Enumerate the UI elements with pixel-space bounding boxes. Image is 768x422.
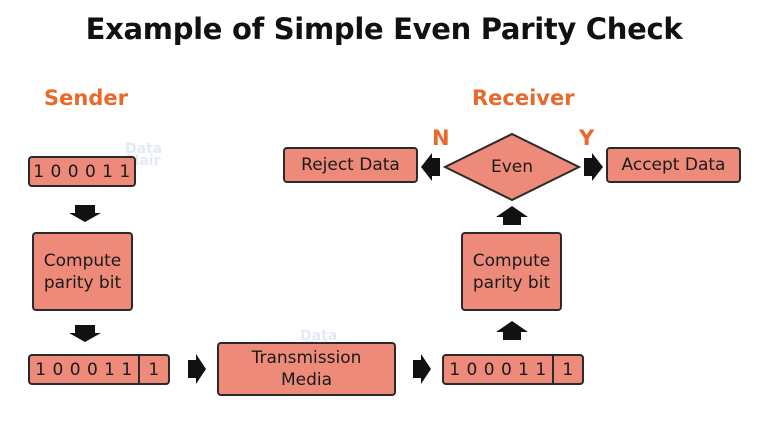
sender-compute-line1: Compute [43, 250, 122, 271]
arrow-down-2 [69, 325, 101, 342]
receiver-label: Receiver [472, 86, 575, 110]
arrow-up-1 [496, 321, 528, 340]
arrow-right-1 [188, 354, 206, 384]
no-label: N [432, 126, 450, 150]
sender-output-bits: 1 0 0 0 1 1 [35, 359, 133, 380]
receiver-input-bits: 1 0 0 0 1 1 [449, 359, 547, 380]
yes-label: Y [579, 126, 595, 150]
receiver-input-parity: 1 [552, 356, 582, 383]
transmission-line1: Transmission [251, 348, 362, 368]
reject-data-box: Reject Data [283, 147, 418, 183]
receiver-compute-line2: parity bit [472, 272, 551, 293]
sender-data-bits: 1 0 0 0 1 1 [28, 156, 136, 187]
diagram-title: Example of Simple Even Parity Check [85, 12, 683, 46]
sender-compute-line2: parity bit [43, 272, 122, 293]
sender-label: Sender [44, 86, 128, 110]
sender-output-parity: 1 [138, 356, 168, 383]
receiver-input-frame: 1 0 0 0 1 1 1 [442, 354, 584, 385]
arrow-up-2 [496, 206, 528, 225]
transmission-line2: Media [280, 370, 333, 390]
accept-data-box: Accept Data [606, 147, 741, 183]
even-decision-diamond [442, 132, 582, 202]
arrow-right-accept [584, 153, 603, 181]
even-decision-label: Even [490, 157, 534, 177]
receiver-compute-parity: Compute parity bit [461, 232, 562, 311]
sender-output-frame: 1 0 0 0 1 1 1 [28, 354, 170, 385]
receiver-compute-line1: Compute [472, 250, 551, 271]
transmission-media: Transmission Media [217, 342, 396, 396]
arrow-down-1 [69, 205, 101, 222]
sender-compute-parity: Compute parity bit [32, 232, 133, 311]
arrow-right-2 [413, 354, 431, 384]
arrow-left-reject [421, 153, 440, 181]
